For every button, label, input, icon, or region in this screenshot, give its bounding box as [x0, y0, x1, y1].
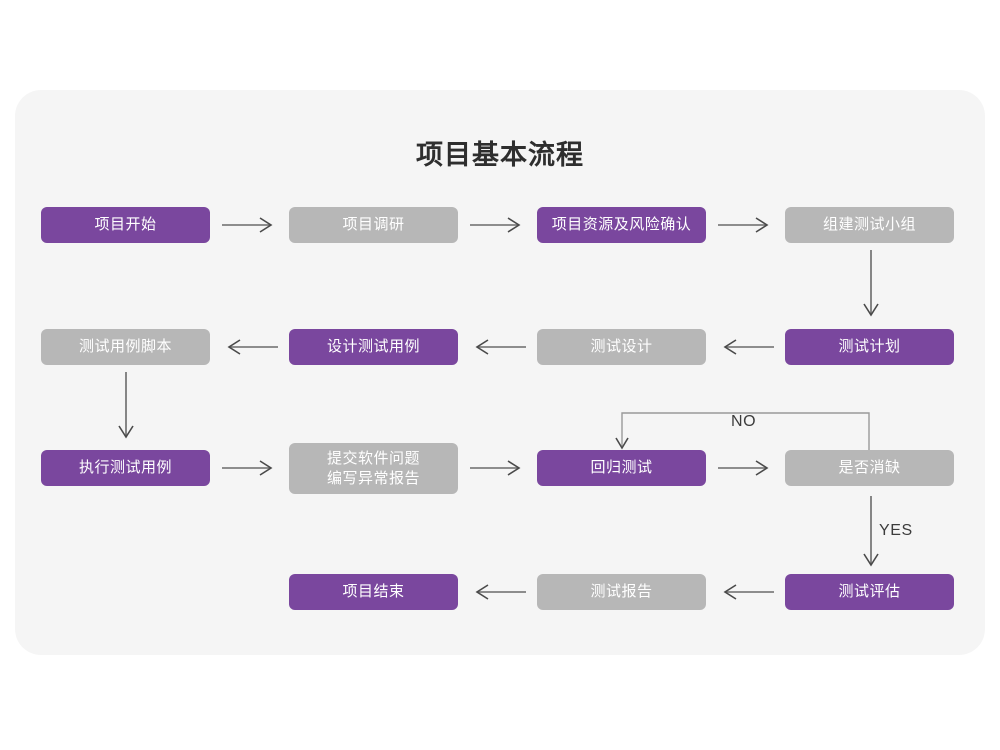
- node-build-test-team[interactable]: 组建测试小组: [785, 207, 954, 243]
- node-regression-test[interactable]: 回归测试: [537, 450, 706, 486]
- node-defect-resolved-decision[interactable]: 是否消缺: [785, 450, 954, 486]
- flowchart-card: [15, 90, 985, 655]
- node-test-design[interactable]: 测试设计: [537, 329, 706, 365]
- node-submit-issue-report[interactable]: 提交软件问题 编写异常报告: [289, 443, 458, 494]
- page-title: 项目基本流程: [416, 140, 584, 170]
- node-resource-risk-confirm[interactable]: 项目资源及风险确认: [537, 207, 706, 243]
- edge-label-yes: YES: [879, 522, 913, 539]
- node-project-research[interactable]: 项目调研: [289, 207, 458, 243]
- edge-label-no: NO: [731, 413, 757, 430]
- node-design-test-case[interactable]: 设计测试用例: [289, 329, 458, 365]
- node-test-plan[interactable]: 测试计划: [785, 329, 954, 365]
- node-project-end[interactable]: 项目结束: [289, 574, 458, 610]
- node-test-case-script[interactable]: 测试用例脚本: [41, 329, 210, 365]
- node-test-evaluation[interactable]: 测试评估: [785, 574, 954, 610]
- node-test-report[interactable]: 测试报告: [537, 574, 706, 610]
- node-execute-test-case[interactable]: 执行测试用例: [41, 450, 210, 486]
- node-project-start[interactable]: 项目开始: [41, 207, 210, 243]
